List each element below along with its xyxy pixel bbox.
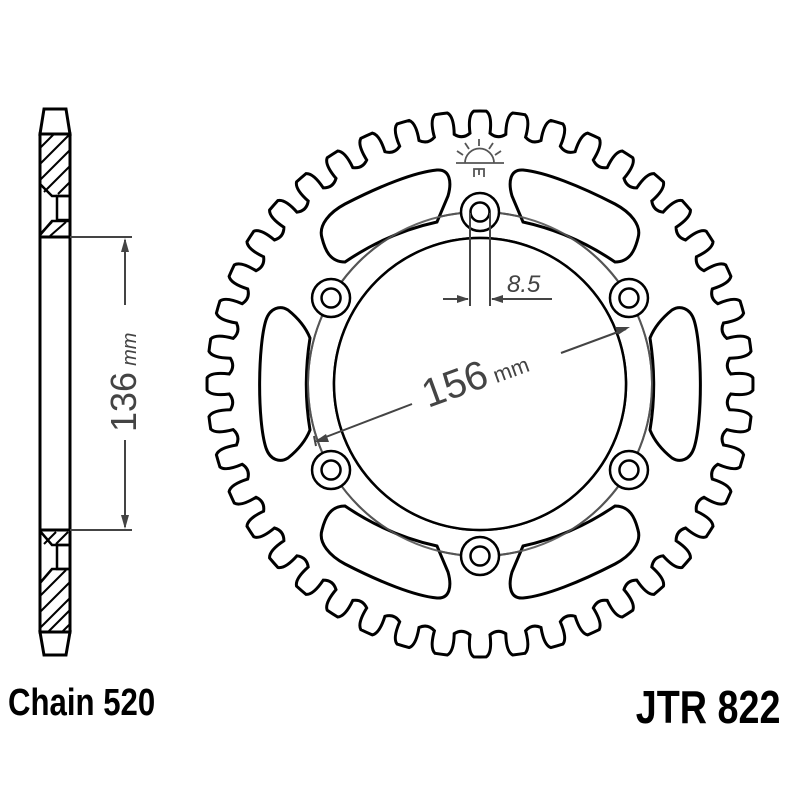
- part-number-label: JTR 822: [635, 681, 780, 733]
- bolt-hole: [320, 459, 342, 481]
- bolt-holes: [310, 191, 650, 577]
- side-height-label: 136mm: [103, 333, 144, 432]
- lightening-cutouts: [258, 168, 702, 600]
- bolt-hole: [320, 287, 342, 309]
- bolt-hole: [469, 545, 491, 567]
- sprocket-front-view: [205, 109, 755, 659]
- bolt-hole: [469, 201, 491, 223]
- pcd-dimension: [313, 327, 630, 447]
- tooth-outline: [205, 109, 755, 659]
- bolt-diameter-dimension: [443, 213, 552, 306]
- bolt-hole: [618, 459, 640, 481]
- manufacturer-logo-icon: [456, 139, 504, 177]
- side-height-dimension: [70, 236, 132, 531]
- bolt-hole: [618, 287, 640, 309]
- chain-size-label: Chain 520: [8, 682, 156, 724]
- side-profile-view: [38, 107, 72, 657]
- bolt-diameter-label: 8.5: [507, 271, 541, 298]
